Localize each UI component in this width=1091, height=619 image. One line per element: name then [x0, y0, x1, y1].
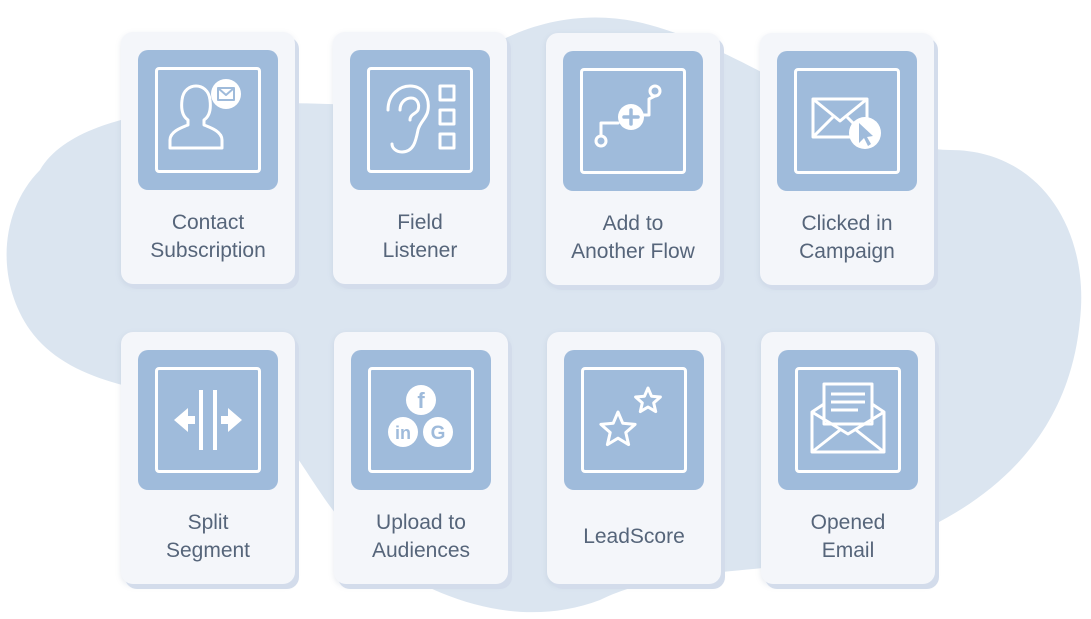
tile: [777, 51, 917, 191]
tile: f in G: [351, 350, 491, 490]
tile: [138, 50, 278, 190]
label-line2: Listener: [382, 239, 458, 262]
tile: [778, 350, 918, 490]
tile: [350, 50, 490, 190]
label-line1: Upload to: [376, 511, 466, 534]
label-line1: Clicked in: [801, 212, 893, 235]
tile: [138, 350, 278, 490]
linkedin-icon: in: [395, 423, 411, 443]
card-clicked-in-campaign[interactable]: Clicked in Campaign: [760, 33, 934, 285]
icon-frame: [580, 68, 686, 174]
label-line2: Segment: [165, 539, 251, 562]
icon-frame: [581, 367, 687, 473]
icon-frame: f in G: [368, 367, 474, 473]
stars-icon: [599, 386, 662, 447]
card-label: LeadScore: [547, 502, 721, 572]
card-leadscore[interactable]: LeadScore: [547, 332, 721, 584]
ear-listener-icon: [386, 84, 456, 154]
split-arrows-icon: [174, 390, 242, 450]
icon-frame: [794, 68, 900, 174]
label-line1: Opened: [810, 511, 886, 534]
card-add-to-another-flow[interactable]: Add to Another Flow: [546, 33, 720, 285]
google-icon: G: [431, 423, 446, 444]
contact-subscription-icon: [168, 79, 241, 150]
tile: [564, 350, 704, 490]
add-flow-icon: [594, 84, 662, 148]
card-label: Add to Another Flow: [546, 203, 720, 273]
icon-frame: [155, 67, 261, 173]
card-label: Clicked in Campaign: [760, 203, 934, 273]
label-line1: Add to: [602, 212, 664, 235]
facebook-icon: f: [417, 388, 425, 413]
card-upload-to-audiences[interactable]: f in G Upload to Audiences: [334, 332, 508, 584]
label-line2: Another Flow: [571, 240, 695, 263]
label-line1: Contact: [171, 211, 245, 234]
icon-frame: [795, 367, 901, 473]
label-line2: Email: [821, 539, 875, 562]
label-line2: Campaign: [799, 240, 895, 263]
envelope-cursor-icon: [811, 97, 881, 149]
card-label: Upload to Audiences: [334, 502, 508, 572]
label-line1: Split: [187, 511, 229, 534]
label-line1: Field: [397, 211, 443, 234]
icon-frame: [367, 67, 473, 173]
opened-email-icon: [810, 382, 886, 454]
tile: [563, 51, 703, 191]
label-line2: Subscription: [150, 239, 266, 262]
label-line2: Audiences: [371, 539, 471, 562]
social-audiences-icon: f in G: [388, 385, 453, 447]
icon-frame: [155, 367, 261, 473]
label-line1: LeadScore: [583, 525, 685, 548]
